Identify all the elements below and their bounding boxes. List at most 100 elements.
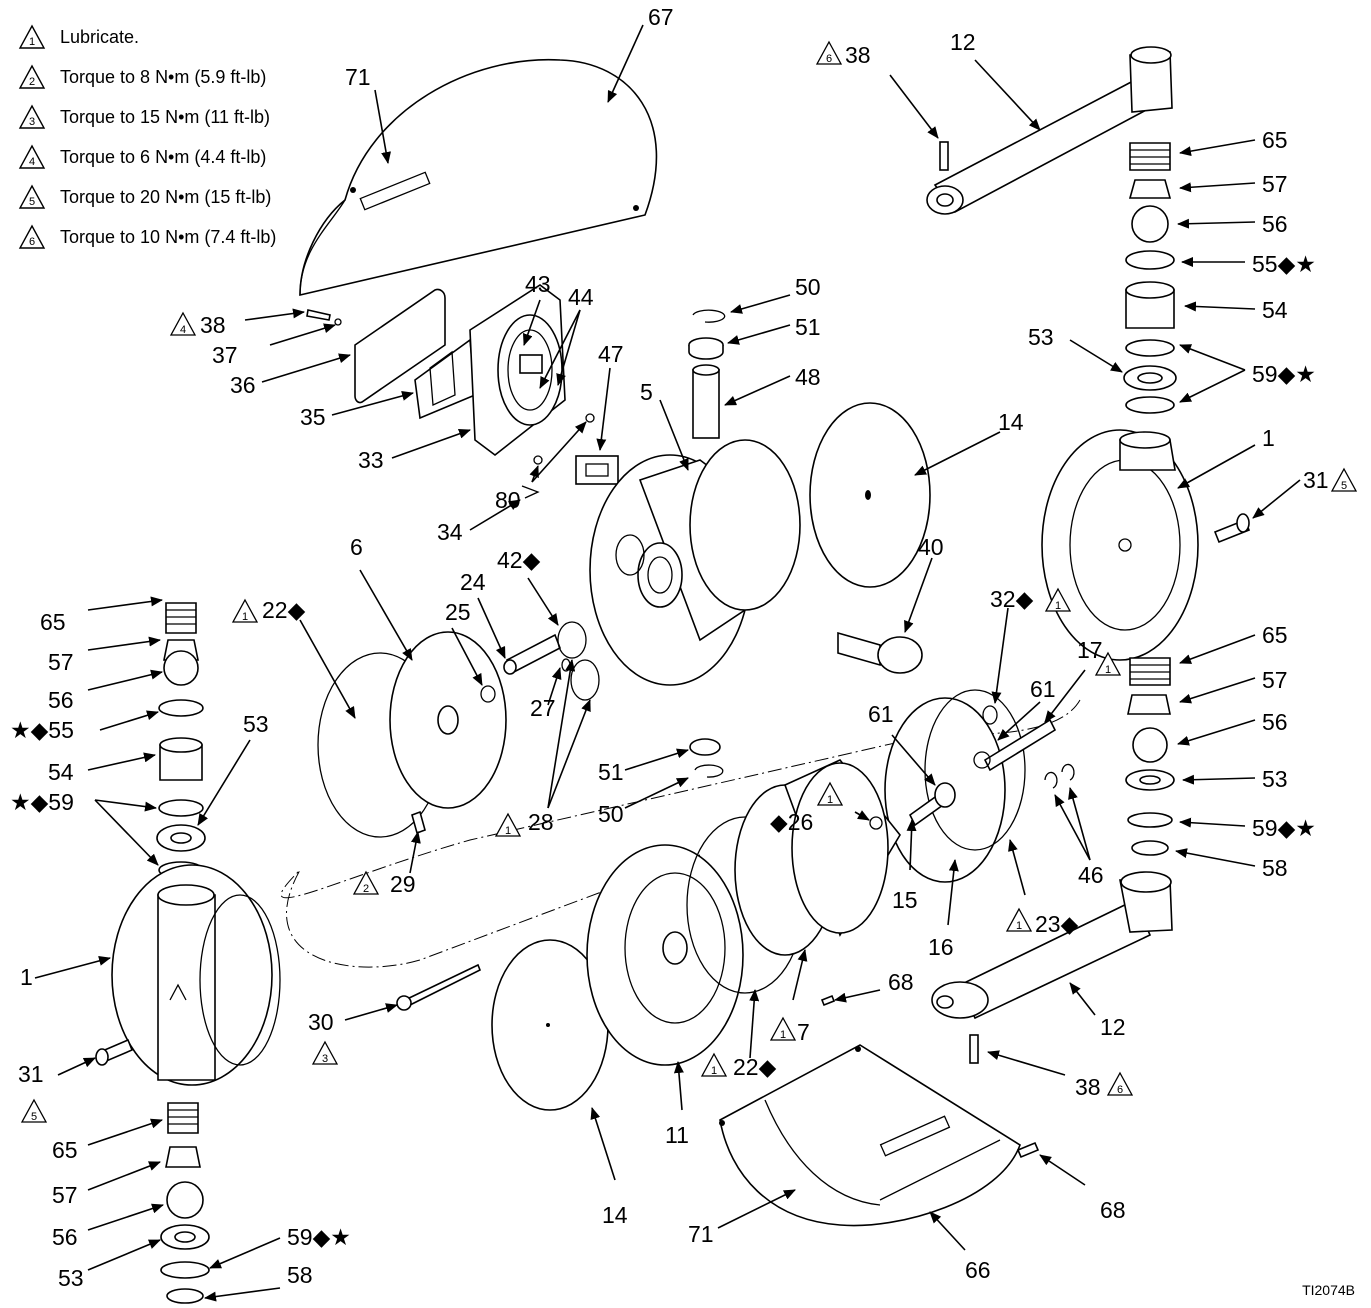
svg-text:1: 1	[1055, 600, 1061, 612]
svg-text:1: 1	[29, 36, 35, 48]
callout-61: 61	[868, 701, 894, 727]
legend-note-2: 2 Torque to 8 N•m (5.9 ft-lb)	[18, 62, 266, 92]
svg-text:6: 6	[1117, 1084, 1123, 1096]
warning-triangle-icon: 5	[18, 184, 46, 209]
washer-37-part	[334, 318, 342, 326]
callout-66: 66	[965, 1257, 991, 1283]
callout-22: 22◆	[733, 1054, 777, 1080]
diaphragm-shaft-assembly-part	[884, 689, 1057, 883]
callout-65: 65	[1262, 622, 1288, 648]
air-fitting-part	[837, 631, 923, 674]
callout-32: 32◆	[990, 586, 1034, 612]
o-ring-32-part	[982, 705, 998, 725]
callout-5: 5	[640, 379, 653, 405]
valve-stack-upper-right	[1123, 142, 1177, 414]
callout-68: 68	[1100, 1197, 1126, 1223]
warning-triangle-icon: 2	[18, 64, 46, 89]
bearing-cap-upper-part	[688, 337, 724, 360]
callout-24: 24	[460, 569, 486, 595]
svg-text:4: 4	[29, 156, 35, 168]
cover-bolt-left-part	[95, 1038, 134, 1066]
svg-text:5: 5	[31, 1111, 37, 1123]
valve-stack-lower-left	[160, 1102, 210, 1304]
callout-25: 25	[445, 599, 471, 625]
callout-11: 11	[665, 1122, 689, 1148]
callout-15: 15	[892, 887, 918, 913]
callout-46: 46	[1078, 862, 1104, 888]
lower-shroud-part	[719, 1044, 1021, 1227]
legend-note-1: 1 Lubricate.	[18, 22, 139, 52]
warning-triangle-icon: 1	[18, 24, 46, 49]
leader-lines	[34, 24, 1301, 1302]
pilot-shaft-part	[503, 633, 562, 675]
callout-56: 56	[1262, 211, 1288, 237]
callout-51: 51	[598, 759, 624, 785]
screw-68-upper-part	[820, 994, 836, 1007]
warning-triangle-icon: 4	[18, 144, 46, 169]
callout-58: 58	[287, 1262, 313, 1288]
svg-text:3: 3	[29, 116, 35, 128]
callout-30: 30	[308, 1009, 334, 1035]
legend-note-4: 4 Torque to 6 N•m (4.4 ft-lb)	[18, 142, 266, 172]
screw-68-lower-part	[1016, 1141, 1040, 1159]
air-cover-lower-part	[586, 844, 744, 1066]
callout-57: 57	[52, 1182, 78, 1208]
callout-22: 22◆	[262, 597, 306, 623]
diaphragm-right-part	[809, 402, 931, 588]
legend-note-5: 5 Torque to 20 N•m (15 ft-lb)	[18, 182, 271, 212]
callout-44: 44	[568, 284, 594, 310]
callout-27: 27	[530, 695, 556, 721]
callout-57: 57	[48, 649, 74, 675]
callout-1: 1	[1262, 425, 1275, 451]
svg-text:2: 2	[363, 883, 369, 895]
callout-42: 42◆	[497, 547, 541, 573]
svg-text:3: 3	[322, 1053, 328, 1065]
callout-37: 37	[212, 342, 238, 368]
valve-stack-upper-left	[156, 602, 206, 879]
svg-text:1: 1	[1016, 920, 1022, 932]
center-housing-part	[589, 439, 801, 686]
svg-text:1: 1	[780, 1029, 786, 1041]
legend-note-6: 6 Torque to 10 N•m (7.4 ft-lb)	[18, 222, 276, 252]
callout-38: 38	[1075, 1074, 1101, 1100]
callout-33: 33	[358, 447, 384, 473]
bottom-manifold-part	[931, 871, 1173, 1064]
warning-triangle-icon: 6	[18, 224, 46, 249]
retaining-ring-upper-part	[692, 309, 726, 323]
callout-53: 53	[1262, 766, 1288, 792]
callout-71: 71	[688, 1221, 714, 1247]
svg-text:1: 1	[711, 1065, 717, 1077]
bearing-cap-lower-part	[689, 738, 721, 756]
legend-text: Lubricate.	[60, 26, 140, 47]
svg-text:5: 5	[29, 196, 35, 208]
o-ring-80-a-part	[585, 413, 595, 423]
legend-text: Torque to 15 N•m (11 ft-lb)	[60, 106, 271, 127]
callout-40: 40	[918, 534, 944, 560]
callout-26: ◆26	[770, 809, 813, 835]
callout-17: 17	[1077, 637, 1103, 663]
callout-59: 59◆★	[287, 1224, 351, 1250]
callout-29: 29	[390, 871, 416, 897]
callout-12: 12	[950, 29, 976, 55]
callout-53: 53	[58, 1265, 84, 1291]
svg-text:4: 4	[180, 324, 186, 336]
callout-80: 80	[495, 487, 521, 513]
callout-53: 53	[1028, 324, 1054, 350]
upper-shroud-part	[299, 58, 658, 297]
callout-54: 54	[48, 759, 74, 785]
callout-51: 51	[795, 314, 821, 340]
legend-text: Torque to 20 N•m (15 ft-lb)	[60, 186, 272, 207]
tie-rod-part	[396, 963, 482, 1011]
pilot-block-part	[575, 455, 619, 485]
callout-59: 59◆★	[1252, 361, 1316, 387]
callout-65: 65	[52, 1137, 78, 1163]
top-manifold-part	[926, 46, 1173, 215]
callout-56: 56	[52, 1224, 78, 1250]
callout-31: 31	[18, 1061, 44, 1087]
callout-31: 31	[1303, 467, 1329, 493]
callout-54: 54	[1262, 297, 1288, 323]
callout-56: 56	[1262, 709, 1288, 735]
callout-67: 67	[648, 4, 674, 30]
